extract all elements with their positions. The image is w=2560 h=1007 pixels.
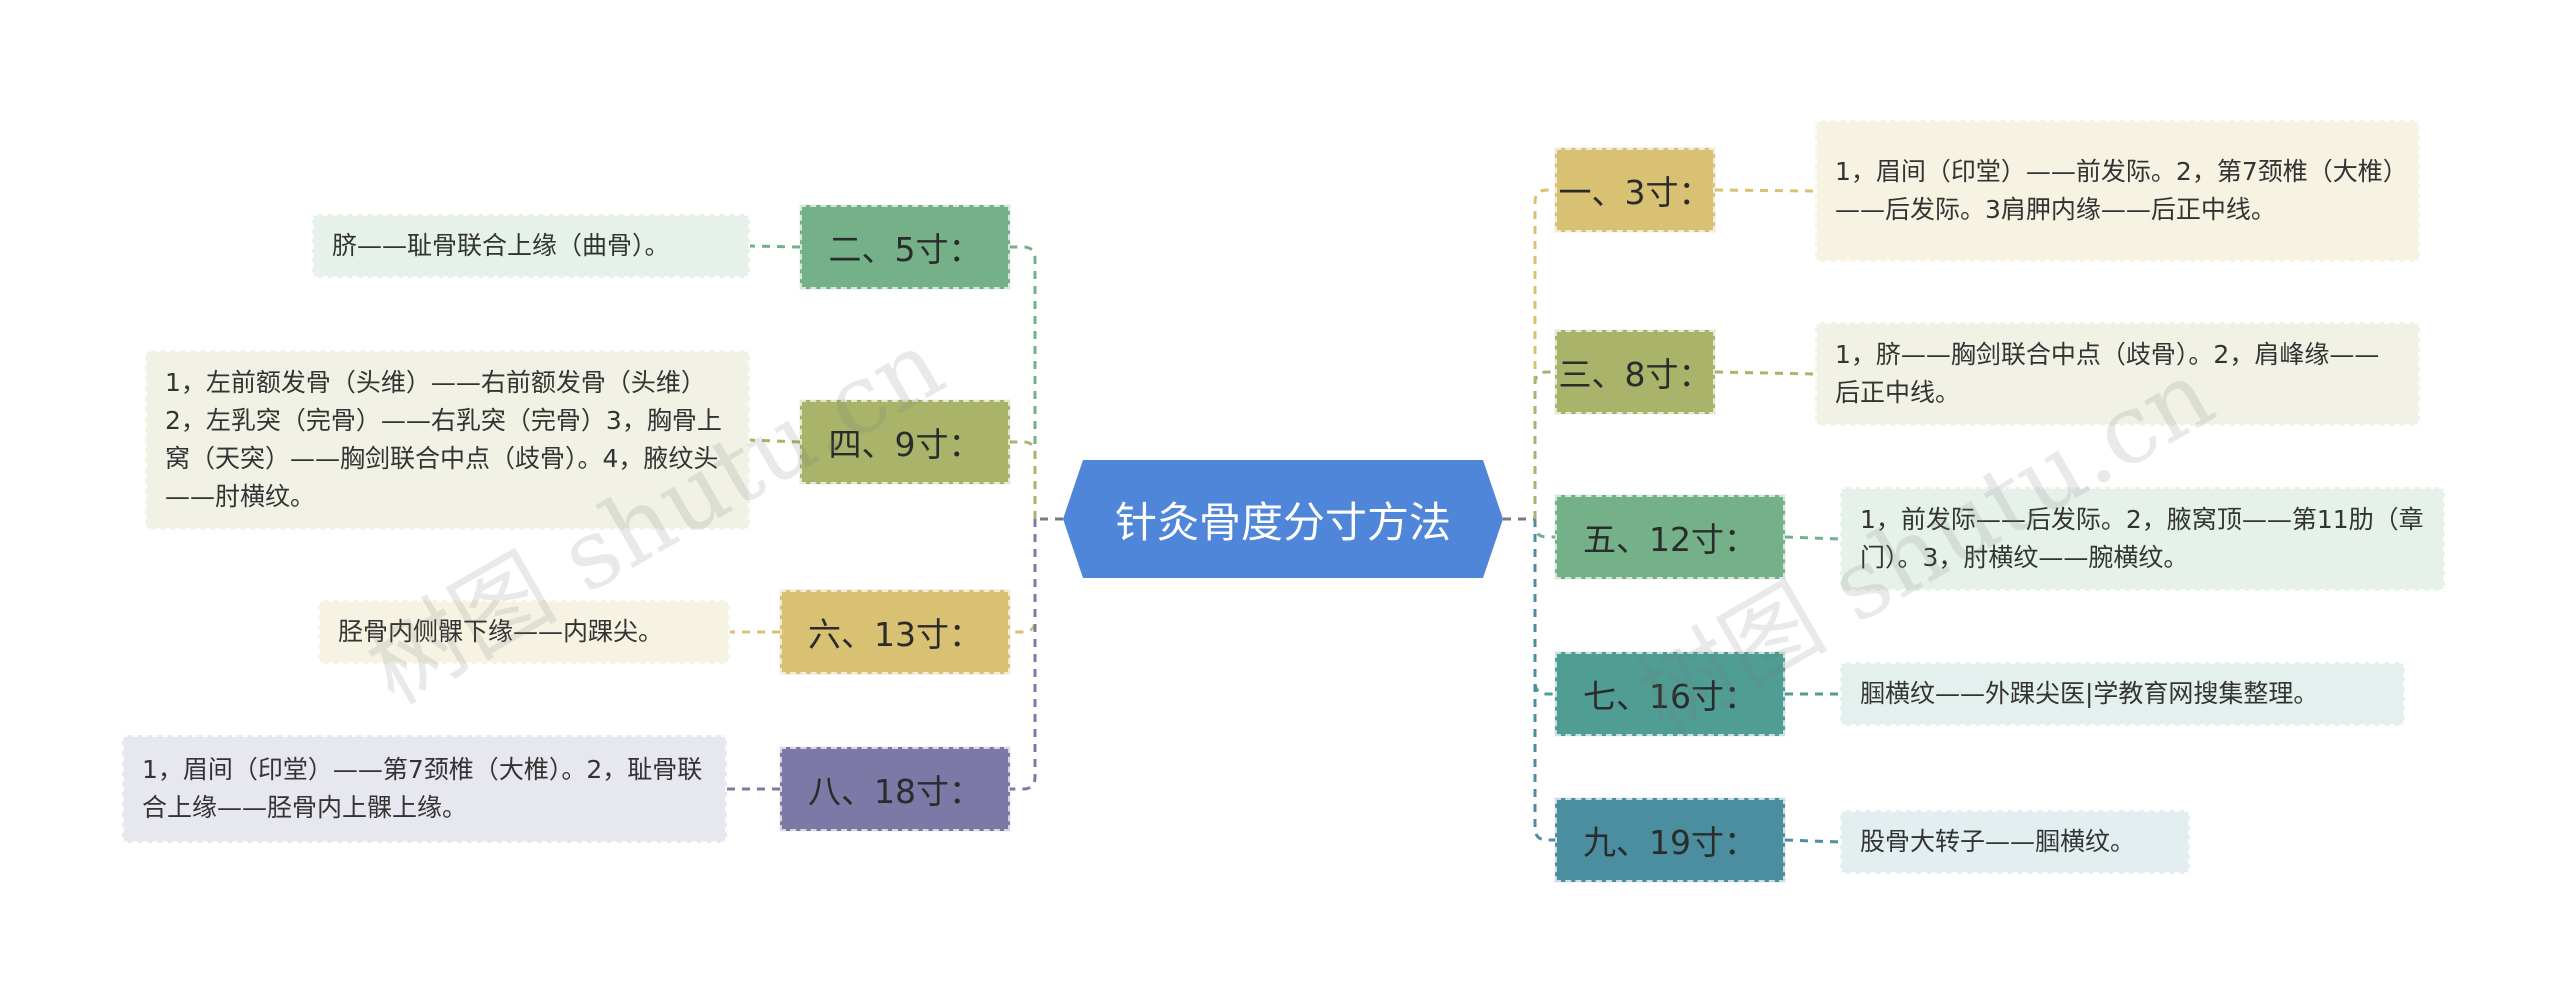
connector-leaf — [1714, 188, 1816, 193]
leaf-2-5cun[interactable]: 脐——耻骨联合上缘（曲骨）。 — [312, 214, 750, 278]
leaf-1-3cun[interactable]: 1，眉间（印堂）——前发际。2，第7颈椎（大椎）——后发际。3肩胛内缘——后正中… — [1815, 120, 2420, 262]
connector-leaf — [1784, 535, 1841, 541]
leaf-text: 1，眉间（印堂）——第7颈椎（大椎）。2，耻骨联合上缘——胫骨内上髁上缘。 — [142, 755, 703, 822]
central-topic[interactable]: 针灸骨度分寸方法 — [1063, 460, 1503, 578]
leaf-text: 1，前发际——后发际。2，腋窝顶——第11肋（章门）。3，肘横纹——腕横纹。 — [1860, 505, 2424, 572]
branch-label: 二、5寸： — [828, 230, 982, 269]
central-topic-label: 针灸骨度分寸方法 — [1114, 497, 1451, 547]
branch-7-16cun[interactable]: 七、16寸： — [1555, 652, 1785, 736]
connector-leaf — [1714, 370, 1816, 376]
branch-label: 一、3寸： — [1558, 173, 1712, 212]
branch-8-18cun[interactable]: 八、18寸： — [780, 747, 1010, 831]
branch-label: 五、12寸： — [1583, 520, 1757, 559]
branch-2-5cun[interactable]: 二、5寸： — [800, 205, 1010, 289]
branch-3-8cun[interactable]: 三、8寸： — [1555, 330, 1715, 414]
leaf-3-8cun[interactable]: 1，脐——胸剑联合中点（歧骨）。2，肩峰缘——后正中线。 — [1815, 322, 2420, 426]
leaf-text: 1，眉间（印堂）——前发际。2，第7颈椎（大椎）——后发际。3肩胛内缘——后正中… — [1835, 157, 2396, 224]
leaf-8-18cun[interactable]: 1，眉间（印堂）——第7颈椎（大椎）。2，耻骨联合上缘——胫骨内上髁上缘。 — [122, 735, 727, 843]
connector-branch — [1533, 519, 1555, 842]
connector-branch — [1533, 519, 1555, 539]
leaf-text: 1，左前额发骨（头维）——右前额发骨（头维）2，左乳突（完骨）——右乳突（完骨）… — [165, 368, 722, 511]
leaf-text: 股骨大转子——腘横纹。 — [1860, 827, 2136, 856]
branch-4-9cun[interactable]: 四、9寸： — [800, 400, 1010, 484]
leaf-9-19cun[interactable]: 股骨大转子——腘横纹。 — [1840, 810, 2190, 874]
branch-1-3cun[interactable]: 一、3寸： — [1555, 148, 1715, 232]
leaf-text: 1，脐——胸剑联合中点（歧骨）。2，肩峰缘——后正中线。 — [1835, 340, 2380, 407]
branch-label: 七、16寸： — [1583, 677, 1757, 716]
connector-branch — [1010, 245, 1037, 519]
branch-label: 三、8寸： — [1558, 355, 1712, 394]
connector-branch — [1533, 370, 1555, 519]
branch-label: 四、9寸： — [828, 425, 982, 464]
leaf-text: 胫骨内侧髁下缘——内踝尖。 — [338, 617, 664, 646]
leaf-text: 脐——耻骨联合上缘（曲骨）。 — [332, 231, 670, 260]
connector-branch — [1010, 519, 1037, 791]
leaf-4-9cun[interactable]: 1，左前额发骨（头维）——右前额发骨（头维）2，左乳突（完骨）——右乳突（完骨）… — [145, 350, 750, 530]
leaf-6-13cun[interactable]: 胫骨内侧髁下缘——内踝尖。 — [318, 600, 730, 664]
leaf-7-16cun[interactable]: 腘横纹——外踝尖医|学教育网搜集整理。 — [1840, 662, 2405, 726]
branch-label: 六、13寸： — [808, 615, 982, 654]
branch-6-13cun[interactable]: 六、13寸： — [780, 590, 1010, 674]
connector-leaf — [1784, 838, 1841, 844]
connector-branch — [1533, 188, 1555, 519]
connector-leaf — [749, 438, 801, 444]
branch-label: 八、18寸： — [808, 772, 982, 811]
leaf-text: 腘横纹——外踝尖医|学教育网搜集整理。 — [1860, 679, 2319, 708]
connector-leaf — [749, 244, 801, 249]
branch-label: 九、19寸： — [1583, 823, 1757, 862]
connector-branch — [1533, 519, 1555, 696]
branch-9-19cun[interactable]: 九、19寸： — [1555, 798, 1785, 882]
connector-branch — [1010, 440, 1037, 519]
branch-5-12cun[interactable]: 五、12寸： — [1555, 495, 1785, 579]
leaf-5-12cun[interactable]: 1，前发际——后发际。2，腋窝顶——第11肋（章门）。3，肘横纹——腕横纹。 — [1840, 487, 2445, 591]
connector-branch — [1010, 519, 1037, 634]
